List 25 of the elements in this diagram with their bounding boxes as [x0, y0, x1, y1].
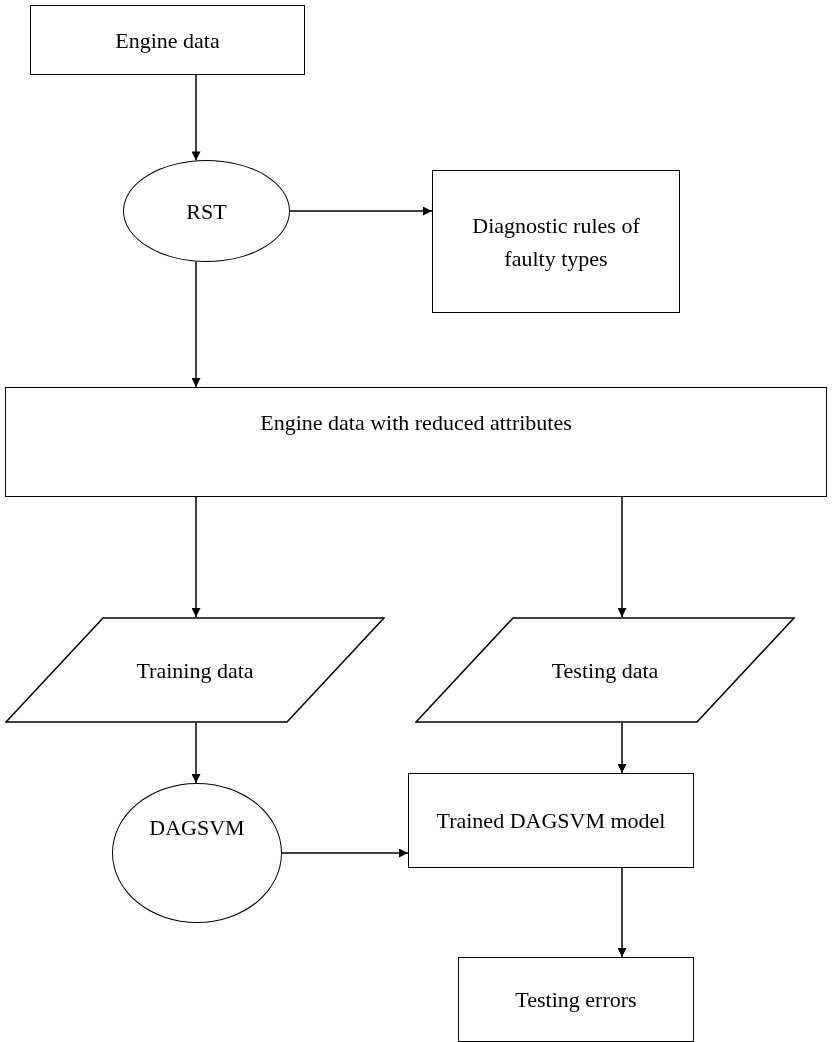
node-label: Testing errors	[515, 986, 637, 1014]
arrow	[191, 496, 201, 618]
arrow	[191, 74, 201, 162]
arrow	[191, 722, 201, 784]
output-box	[432, 170, 680, 313]
arrow	[617, 867, 627, 958]
node-label: Training data	[136, 656, 254, 685]
output-box	[458, 957, 694, 1042]
node-label: Testing data	[551, 656, 659, 685]
data-box	[5, 387, 827, 497]
arrow	[617, 496, 627, 618]
arrow	[281, 848, 409, 858]
node-label: Diagnostic rules of faulty types	[471, 211, 641, 273]
process-box	[408, 773, 694, 868]
arrow	[617, 722, 627, 774]
node-label: Engine data with reduced attributes	[260, 408, 572, 437]
arrow	[289, 206, 433, 216]
node-label: Engine data	[115, 26, 220, 55]
input-parallelogram	[5, 617, 385, 723]
node-label: RST	[186, 197, 227, 226]
process-box	[30, 5, 305, 75]
node-label: DAGSVM	[149, 813, 245, 842]
input-parallelogram	[415, 617, 795, 723]
node-label: Trained DAGSVM model	[436, 807, 666, 835]
arrow	[191, 260, 201, 388]
